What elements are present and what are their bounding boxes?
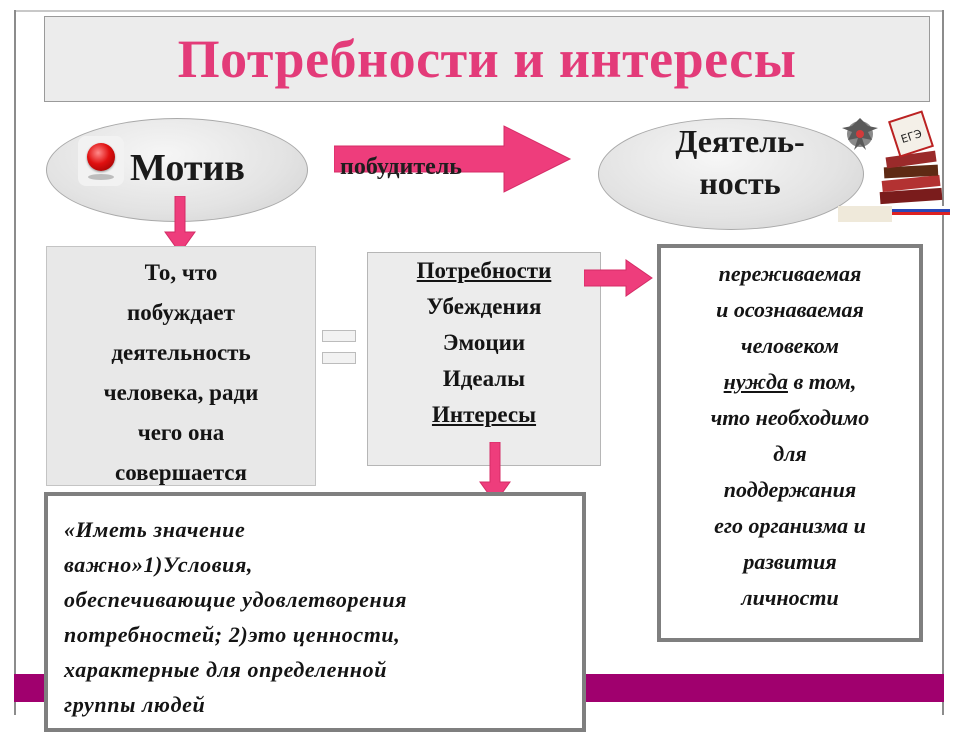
needs-right-arrow: [584, 259, 653, 297]
need-line: что необходимо: [710, 405, 870, 430]
motiv-down-arrow: [164, 196, 196, 254]
interest-line: потребностей; 2)это ценности,: [64, 622, 401, 647]
page-title: Потребности и интересы: [177, 29, 797, 89]
list-item-beliefs: Убеждения: [426, 294, 542, 319]
frame-right-line: [942, 10, 944, 715]
definition-line: совершается: [115, 460, 247, 485]
interest-line: обеспечивающие удовлетворения: [64, 587, 408, 612]
list-item-ideals: Идеалы: [442, 366, 526, 391]
motive-definition-box: То, что побуждает деятельность человека,…: [46, 246, 316, 486]
need-line: его организма и: [714, 513, 866, 538]
frame-left-line: [14, 10, 16, 715]
interest-line: важно»1)Условия,: [64, 552, 253, 577]
frame-top-line: [14, 10, 944, 12]
definition-line: деятельность: [111, 340, 251, 365]
svg-text:ЕГЭ: ЕГЭ: [899, 127, 924, 146]
arrow-label: побудитель: [340, 154, 462, 180]
interest-definition-box: «Иметь значение важно»1)Условия, обеспеч…: [44, 492, 586, 732]
motive-types-box: Потребности Убеждения Эмоции Идеалы Инте…: [367, 252, 601, 466]
activity-oval: [598, 118, 864, 230]
list-item-emotions: Эмоции: [442, 330, 526, 355]
definition-line: То, что: [144, 260, 218, 285]
motiv-label: Мотив: [130, 147, 245, 189]
list-item-interests: Интересы: [431, 402, 537, 427]
interest-line: «Иметь значение: [64, 517, 246, 542]
equals-sign-bottom: [322, 352, 356, 364]
activity-label: Деятель- ность: [640, 120, 840, 204]
need-keyword: нужда: [723, 369, 788, 394]
definition-line: человека, ради: [103, 380, 259, 405]
definition-line: побуждает: [127, 300, 235, 325]
red-button-icon: [78, 136, 124, 186]
motive-to-activity-arrow: [334, 125, 572, 193]
need-definition-box: переживаемая и осознаваемая человеком ну…: [657, 244, 923, 642]
need-line: развития: [743, 549, 837, 574]
activity-label-line2: ность: [699, 165, 781, 201]
need-line-rest: в том,: [787, 369, 857, 394]
definition-line: чего она: [137, 420, 225, 445]
need-line: человеком: [741, 333, 839, 358]
title-box: Потребности и интересы: [44, 16, 930, 102]
activity-label-line1: Деятель-: [675, 123, 805, 159]
interest-line: характерные для определенной: [64, 657, 388, 682]
equals-sign-top: [322, 330, 356, 342]
need-line: поддержания: [723, 477, 857, 502]
need-line: личности: [741, 585, 839, 610]
need-line: и осознаваемая: [716, 297, 864, 322]
list-item-needs: Потребности: [416, 258, 552, 283]
need-line: для: [773, 441, 807, 466]
books-emblem-icon: ЕГЭ: [838, 110, 950, 222]
interest-line: группы людей: [64, 692, 206, 717]
need-line: переживаемая: [718, 261, 862, 286]
need-line: нужда в том,: [661, 364, 919, 400]
